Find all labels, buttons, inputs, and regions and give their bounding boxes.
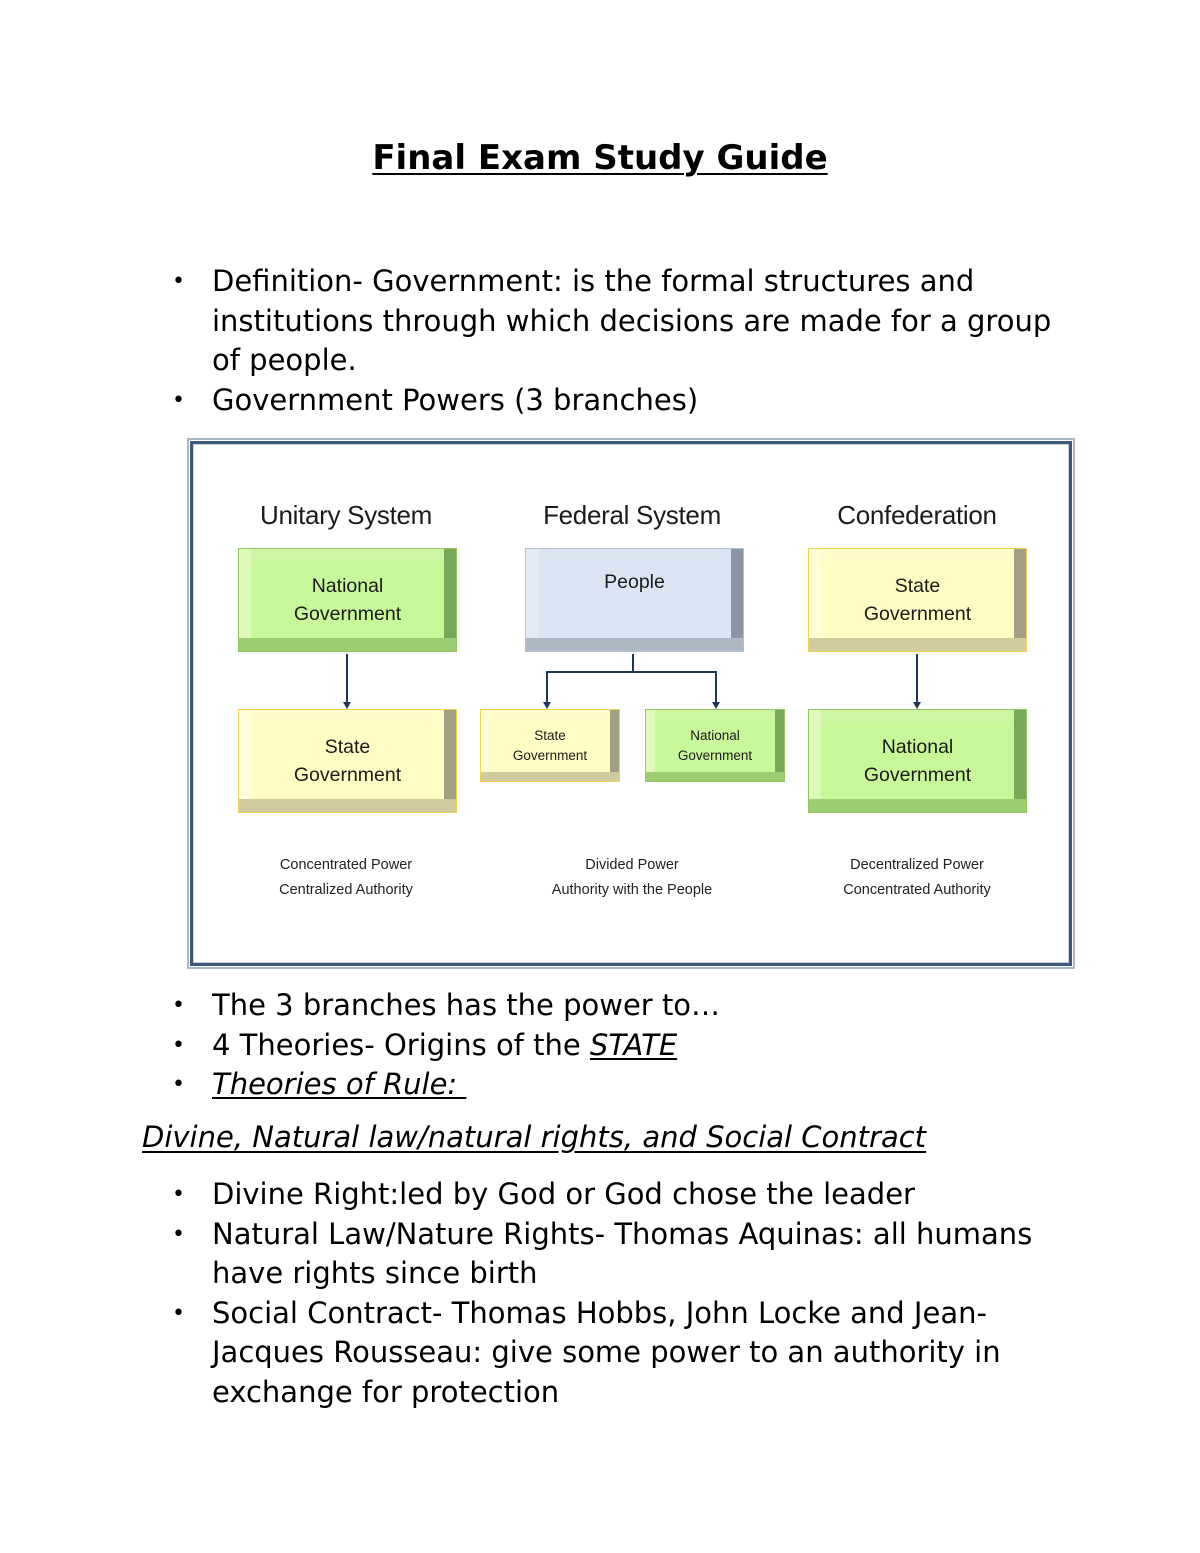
confederation-national-government-box: National Government [808, 709, 1027, 813]
box-label: State Government [293, 735, 402, 786]
federal-system-title: Federal System [543, 500, 721, 530]
arrow-down-icon [343, 702, 351, 709]
bullet-list-top: Definition- Government: is the formal st… [0, 262, 1072, 420]
bullet-social-contract: Social Contract- Thomas Hobbs, John Lock… [0, 1294, 1072, 1413]
bullet-three-branches: The 3 branches has the power to… [0, 986, 1072, 1026]
confederation-title: Confederation [837, 500, 997, 530]
connector-line [546, 671, 717, 673]
note-line: Concentrated Power [279, 857, 413, 873]
connector-line [715, 671, 717, 704]
government-systems-diagram: Unitary System Federal System Confederat… [187, 438, 1075, 969]
federal-state-government-box: State Government [480, 709, 620, 782]
bullet-text: 4 Theories- Origins of the [212, 1027, 590, 1062]
arrow-down-icon [913, 702, 921, 709]
bullet-theories-of-rule: Theories of Rule: [0, 1065, 1072, 1105]
bullet-list-middle: The 3 branches has the power to… 4 Theor… [0, 986, 1072, 1105]
note-line: Centralized Authority [279, 882, 413, 898]
bullet-list-bottom: Divine Right:led by God or God chose the… [0, 1175, 1072, 1412]
box-label: People [604, 571, 665, 593]
box-label: National Government [677, 727, 753, 763]
note-line: Concentrated Authority [843, 882, 991, 898]
connector-line [546, 671, 548, 704]
box-label: State Government [863, 574, 972, 625]
bullet-natural-law: Natural Law/Nature Rights- Thomas Aquina… [0, 1215, 1072, 1294]
unitary-national-government-box: National Government [238, 548, 457, 652]
unitary-notes: Concentrated Power Centralized Authority [206, 853, 486, 903]
confederation-state-government-box: State Government [808, 548, 1027, 652]
arrow-down-icon [543, 702, 551, 709]
note-line: Decentralized Power [850, 857, 984, 873]
box-label: National Government [293, 574, 402, 625]
federal-national-government-box: National Government [645, 709, 785, 782]
federal-people-box: People [525, 548, 744, 652]
bullet-definition: Definition- Government: is the formal st… [0, 262, 1072, 381]
document-title: Final Exam Study Guide [372, 138, 828, 178]
box-label: National Government [863, 735, 972, 786]
connector-line [346, 654, 348, 704]
bullet-four-theories: 4 Theories- Origins of the STATE [0, 1026, 1072, 1066]
connector-line [916, 654, 918, 704]
note-line: Authority with the People [551, 882, 713, 898]
bullet-divine-right: Divine Right:led by God or God chose the… [0, 1175, 1072, 1215]
theories-subheading: Divine, Natural law/natural rights, and … [142, 1120, 927, 1154]
box-label: State Government [512, 727, 588, 763]
confederation-notes: Decentralized Power Concentrated Authori… [777, 853, 1057, 903]
state-emphasis: STATE [589, 1027, 678, 1062]
federal-notes: Divided Power Authority with the People [492, 853, 772, 903]
bullet-government-powers: Government Powers (3 branches) [0, 381, 1072, 421]
theories-of-rule-emphasis: Theories of Rule: [212, 1067, 467, 1101]
note-line: Divided Power [585, 857, 679, 873]
connector-line [632, 654, 634, 672]
arrow-down-icon [712, 702, 720, 709]
unitary-system-title: Unitary System [259, 500, 433, 530]
unitary-state-government-box: State Government [238, 709, 457, 813]
